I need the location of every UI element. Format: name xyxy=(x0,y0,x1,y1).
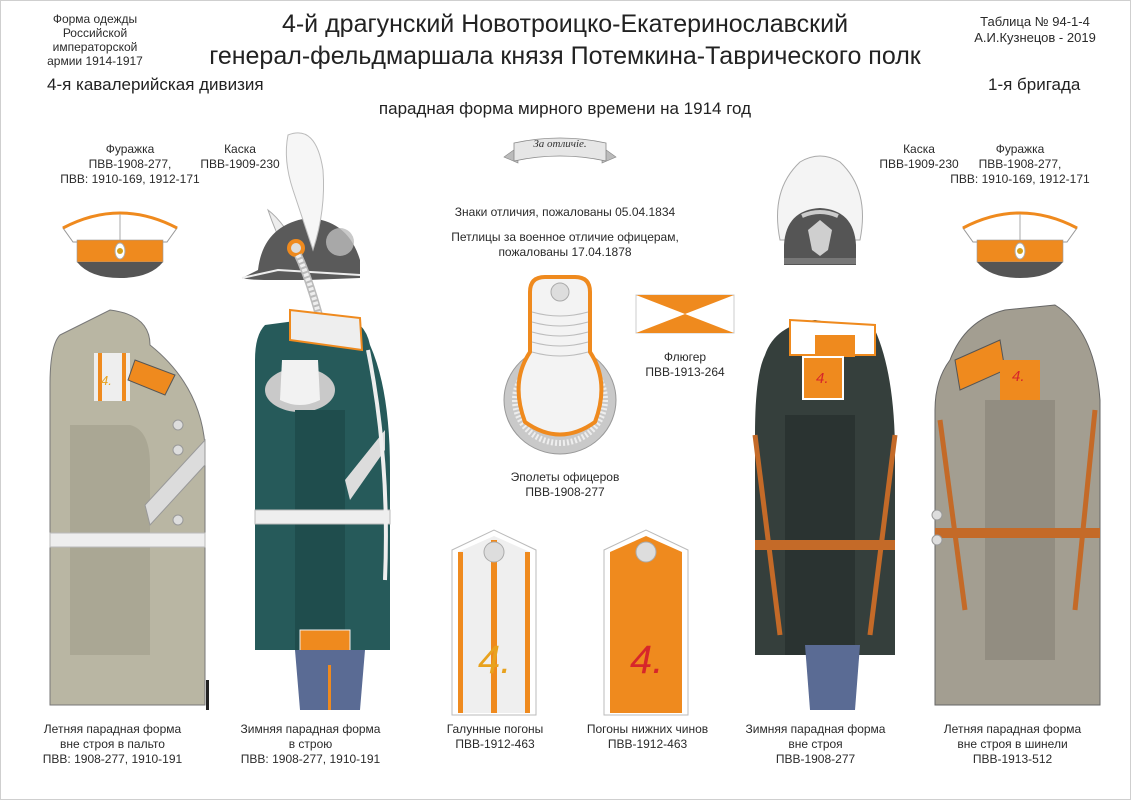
pennant-icon xyxy=(635,294,735,334)
header-left-block: Форма одежды Российской императорской ар… xyxy=(20,12,170,68)
epaulette-caption: Эполеты офицеров ПВВ-1908-277 xyxy=(490,470,640,500)
strap-label: Погоны нижних чинов xyxy=(586,722,709,736)
caption-name: Фуражка xyxy=(995,142,1045,156)
header-right-block: Таблица № 94-1-4 А.И.Кузнецов - 2019 xyxy=(960,14,1110,46)
caption-line: Летняя парадная форма xyxy=(943,722,1082,736)
caption-line: ПВВ-1913-512 xyxy=(972,752,1053,766)
caption-name: Каска xyxy=(903,142,935,156)
header-left-line: армии 1914-1917 xyxy=(47,54,143,68)
strap-label: Галунные погоны xyxy=(446,722,544,736)
collar-note-line: пожалованы 17.04.1878 xyxy=(498,245,632,259)
brigade-label: 1-я бригада xyxy=(988,75,1081,94)
caption-line: в строю xyxy=(288,737,333,751)
header-left-line: Форма одежды xyxy=(52,12,138,26)
pennant-caption: Флюгер ПВВ-1913-264 xyxy=(630,350,740,380)
right-helmet-caption: Каска ПВВ-1909-230 xyxy=(874,142,964,172)
division-label: 4-я кавалерийская дивизия xyxy=(47,75,264,94)
summer-greatcoat-uniform-figure xyxy=(931,304,1101,706)
distinction-ribbon-icon xyxy=(503,137,617,164)
caption-line: вне строя в пальто xyxy=(60,737,165,751)
caption-name: Фуражка xyxy=(105,142,155,156)
caption-code: ПВВ-1909-230 xyxy=(879,157,959,171)
title-line-1: 4-й драгунский Новотроицко-Екатеринослав… xyxy=(281,10,849,38)
peaked-cap-icon xyxy=(62,211,178,278)
figure-caption-1: Летняя парадная форма вне строя в пальто… xyxy=(30,722,195,767)
caption-line: ПВВ: 1908-277, 1910-191 xyxy=(42,752,183,766)
caption-line: ПВВ-1908-277 xyxy=(775,752,856,766)
caption-line: ПВВ: 1908-277, 1910-191 xyxy=(240,752,381,766)
header-left-line: Российской императорской xyxy=(52,26,138,54)
left-helmet-caption: Каска ПВВ-1909-230 xyxy=(195,142,285,172)
tunic-badge-number: 4. xyxy=(816,370,829,387)
winter-offduty-uniform-figure xyxy=(752,318,898,710)
strap-number-gold: 4. xyxy=(478,638,512,682)
enlisted-shoulder-strap-icon xyxy=(603,529,689,716)
helmet-front-icon xyxy=(777,155,863,265)
caption-code: ПВВ-1908-277, xyxy=(88,157,172,171)
caption-line: Зимняя парадная форма xyxy=(240,722,381,736)
strap-code: ПВВ-1912-463 xyxy=(455,737,535,751)
winter-dress-uniform-figure xyxy=(254,308,391,710)
epaulette-code: ПВВ-1908-277 xyxy=(525,485,605,499)
badge-note: Знаки отличия, пожалованы 05.04.1834 xyxy=(454,205,676,219)
caption-code: ПВВ-1908-277, xyxy=(978,157,1062,171)
strap-code: ПВВ-1912-463 xyxy=(607,737,688,751)
strap-caption-enlisted: Погоны нижних чинов ПВВ-1912-463 xyxy=(575,722,720,752)
figure-caption-2: Зимняя парадная форма в строю ПВВ: 1908-… xyxy=(228,722,393,767)
ribbon-text: За отличіе. xyxy=(533,138,587,150)
title-line-2: генерал-фельдмаршала князя Потемкина-Тав… xyxy=(209,42,921,70)
caption-code: ПВВ-1909-230 xyxy=(200,157,280,171)
collar-note-line: Петлицы за военное отличие офицерам, xyxy=(451,230,679,244)
collar-note: Петлицы за военное отличие офицерам, пож… xyxy=(420,230,710,260)
caption-line: вне строя xyxy=(788,737,843,751)
caption-name: Каска xyxy=(224,142,256,156)
pennant-label: Флюгер xyxy=(663,350,707,364)
epaulette-icon xyxy=(503,275,617,455)
caption-line: Зимняя парадная форма xyxy=(745,722,886,736)
greatcoat-badge-number: 4. xyxy=(1012,368,1025,385)
figure-caption-3: Зимняя парадная форма вне строя ПВВ-1908… xyxy=(738,722,893,767)
strap-number-red: 4. xyxy=(630,638,664,682)
summer-coat-uniform-figure xyxy=(49,309,209,710)
caption-code: ПВВ: 1910-169, 1912-171 xyxy=(60,172,200,186)
coat-badge-number: 4. xyxy=(101,373,112,388)
figure-caption-4: Летняя парадная форма вне строя в шинели… xyxy=(930,722,1095,767)
caption-line: вне строя в шинели xyxy=(957,737,1068,751)
officer-shoulder-strap-icon xyxy=(451,529,537,716)
caption-code: ПВВ: 1910-169, 1912-171 xyxy=(950,172,1090,186)
author: А.И.Кузнецов - 2019 xyxy=(974,30,1096,45)
page-title: 4-й драгунский Новотроицко-Екатеринослав… xyxy=(180,8,950,72)
right-cap-caption: Фуражка ПВВ-1908-277, ПВВ: 1910-169, 191… xyxy=(945,142,1095,187)
left-cap-caption: Фуражка ПВВ-1908-277, ПВВ: 1910-169, 191… xyxy=(55,142,205,187)
subtitle: парадная форма мирного времени на 1914 г… xyxy=(378,99,752,118)
helmet-with-plume-icon xyxy=(241,132,361,332)
peaked-cap-icon xyxy=(962,211,1078,278)
epaulette-label: Эполеты офицеров xyxy=(510,470,620,484)
table-number: Таблица № 94-1-4 xyxy=(980,14,1090,29)
caption-line: Летняя парадная форма xyxy=(43,722,182,736)
pennant-code: ПВВ-1913-264 xyxy=(645,365,725,379)
strap-caption-officer: Галунные погоны ПВВ-1912-463 xyxy=(430,722,560,752)
